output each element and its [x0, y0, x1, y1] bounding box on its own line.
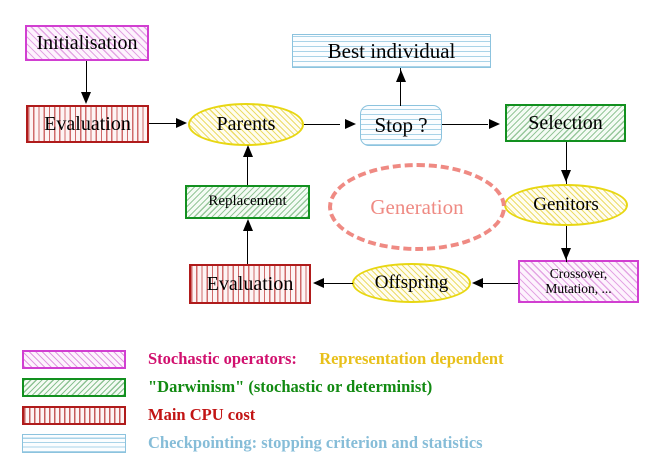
edge-init-to-eval-arrowhead	[81, 92, 91, 104]
edge-stop-to-best-arrowhead	[396, 70, 406, 82]
node-genitors[interactable]: Genitors	[504, 184, 628, 226]
legend-swatch-red-vertical-hatch	[22, 405, 126, 425]
node-replacement[interactable]: Replacement	[185, 185, 310, 219]
legend-text-darwinism: "Darwinism" (stochastic or determinist)	[148, 377, 433, 396]
node-stop-label: Stop ?	[374, 113, 428, 138]
node-parents[interactable]: Parents	[188, 103, 304, 146]
node-evaluation-bottom[interactable]: Evaluation	[189, 264, 311, 304]
node-evaluation-bottom-label: Evaluation	[206, 272, 294, 295]
edge-init-to-eval	[86, 61, 88, 94]
edge-crossover-to-offspring-arrowhead	[472, 278, 483, 288]
node-genitors-label: Genitors	[533, 194, 599, 216]
edge-stop-to-best	[400, 68, 402, 106]
legend: Stochastic operators: Representation dep…	[0, 340, 662, 471]
node-crossover-mutation[interactable]: Crossover, Mutation, ...	[518, 260, 639, 303]
edge-replacement-to-parents	[247, 147, 249, 185]
legend-swatch-green-hatch	[22, 377, 126, 397]
edge-stop-to-selection-arrowhead	[489, 119, 500, 129]
node-evaluation-top[interactable]: Evaluation	[26, 105, 149, 143]
edge-evaluation-to-replacement-arrowhead	[243, 219, 253, 231]
legend-text-checkpointing: Checkpointing: stopping criterion and st…	[148, 433, 483, 452]
node-crossover-line2: Mutation, ...	[545, 280, 612, 296]
legend-row-stochastic: Stochastic operators: Representation dep…	[22, 346, 504, 372]
legend-text-stochastic-operators: Stochastic operators:	[148, 349, 297, 368]
edge-selection-to-genitors-arrowhead	[561, 170, 571, 182]
edge-evaluation-to-replacement	[247, 221, 249, 264]
node-crossover-line1: Crossover,	[549, 266, 608, 282]
edge-offspring-to-evaluation-arrowhead	[313, 278, 324, 288]
legend-row-cpu-cost: Main CPU cost	[22, 402, 255, 428]
legend-row-darwinism: "Darwinism" (stochastic or determinist)	[22, 374, 432, 400]
edge-selection-to-genitors	[566, 142, 568, 184]
node-selection-label: Selection	[528, 111, 603, 134]
node-parents-label: Parents	[216, 113, 276, 135]
node-best-individual[interactable]: Best individual	[292, 34, 491, 68]
edge-stop-to-selection	[442, 124, 488, 126]
legend-row-checkpointing: Checkpointing: stopping criterion and st…	[22, 430, 483, 456]
edge-genitors-to-crossover-arrowhead	[561, 248, 571, 260]
legend-swatch-blue-horizontal-hatch	[22, 433, 126, 453]
node-best-individual-label: Best individual	[327, 38, 456, 63]
edge-parents-to-stop-arrowhead	[345, 119, 356, 129]
node-evaluation-top-label: Evaluation	[44, 112, 131, 135]
node-stop[interactable]: Stop ?	[360, 105, 442, 146]
legend-text-representation-dependent: Representation dependent	[319, 349, 504, 368]
node-initialisation[interactable]: Initialisation	[25, 25, 149, 61]
edge-eval-to-parents-arrowhead	[176, 118, 187, 128]
node-offspring-label: Offspring	[374, 272, 449, 294]
node-generation-cycle: Generation	[328, 163, 506, 251]
node-selection[interactable]: Selection	[505, 104, 626, 142]
node-initialisation-label: Initialisation	[36, 31, 138, 54]
legend-text-main-cpu-cost: Main CPU cost	[148, 405, 256, 424]
edge-crossover-to-offspring	[482, 283, 518, 285]
edge-eval-to-parents	[149, 123, 179, 125]
edge-replacement-to-parents-arrowhead	[243, 145, 253, 157]
node-replacement-label: Replacement	[208, 193, 287, 210]
edge-offspring-to-evaluation	[321, 283, 353, 285]
node-offspring[interactable]: Offspring	[352, 263, 471, 303]
node-generation-label: Generation	[370, 194, 464, 219]
legend-swatch-magenta-hatch	[22, 349, 126, 369]
edge-genitors-to-crossover	[566, 226, 568, 262]
edge-parents-to-stop	[304, 124, 340, 126]
